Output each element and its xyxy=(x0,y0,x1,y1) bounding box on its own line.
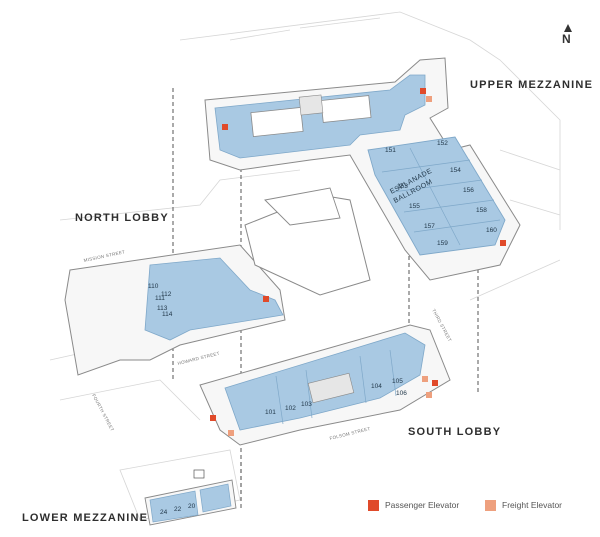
compass-letter: N xyxy=(562,32,571,46)
legend-swatch-passenger xyxy=(368,500,379,511)
room-number-102: 102 xyxy=(285,405,296,412)
street-label-third: THIRD STREET xyxy=(431,308,452,342)
street-label-mission: MISSION STREET xyxy=(83,249,125,263)
room-number-113: 113 xyxy=(157,305,168,312)
area-label-lower-mezzanine: LOWER MEZZANINE xyxy=(22,512,149,524)
elevators-layer xyxy=(210,88,506,436)
room-number-103: 103 xyxy=(301,401,312,408)
room-number-152: 152 xyxy=(437,140,448,147)
area-label-upper-mezzanine: UPPER MEZZANINE xyxy=(470,79,594,91)
room-number-111: 111 xyxy=(155,295,165,302)
street-label-fourth: FOURTH STREET xyxy=(91,393,115,432)
room-number-20: 20 xyxy=(188,503,196,510)
room-number-155: 155 xyxy=(409,203,420,210)
freight-elevator-marker xyxy=(422,376,428,382)
legend-label-passenger: Passenger Elevator xyxy=(385,500,460,510)
freight-elevator-marker xyxy=(426,392,432,398)
street-label-howard: HOWARD STREET xyxy=(177,351,220,366)
lower-mezzanine-building xyxy=(144,469,237,526)
passenger-elevator-marker xyxy=(420,88,426,94)
room-number-157: 157 xyxy=(424,223,435,230)
passenger-elevator-marker xyxy=(263,296,269,302)
room-number-154: 154 xyxy=(450,167,461,174)
passenger-elevator-marker xyxy=(210,415,216,421)
area-label-south-lobby: SOUTH LOBBY xyxy=(408,426,502,438)
room-number-153: 153 xyxy=(397,183,408,190)
legend-label-freight: Freight Elevator xyxy=(502,500,562,510)
north-arrow-icon xyxy=(564,24,572,32)
room-number-101: 101 xyxy=(265,409,276,416)
passenger-elevator-marker xyxy=(500,240,506,246)
room-number-24: 24 xyxy=(160,509,168,516)
room-number-22: 22 xyxy=(174,506,182,513)
room-number-106: 106 xyxy=(396,390,407,397)
freight-elevator-marker xyxy=(228,430,234,436)
legend-swatch-freight xyxy=(485,500,496,511)
room-number-114: 114 xyxy=(162,311,173,318)
north-lobby-building xyxy=(64,187,371,376)
room-number-151: 151 xyxy=(385,147,396,154)
upper-mezzanine-building xyxy=(204,57,521,281)
room-number-159: 159 xyxy=(437,240,448,247)
south-lobby-building xyxy=(199,324,451,446)
passenger-elevator-marker xyxy=(222,124,228,130)
room-number-110: 110 xyxy=(148,283,159,290)
passenger-elevator-marker xyxy=(432,380,438,386)
room-number-105: 105 xyxy=(392,378,403,385)
area-label-north-lobby: NORTH LOBBY xyxy=(75,212,169,224)
room-number-104: 104 xyxy=(371,383,382,390)
street-label-folsom: FOLSOM STREET xyxy=(329,426,371,441)
freight-elevator-marker xyxy=(426,96,432,102)
room-number-112: 112 xyxy=(161,291,172,298)
room-number-160: 160 xyxy=(486,227,497,234)
room-number-158: 158 xyxy=(476,207,487,214)
room-number-156: 156 xyxy=(463,187,474,194)
room-labels-layer: 151 152 153 154 155 156 157 158 159 160 101 102 103 1… xyxy=(148,140,497,516)
